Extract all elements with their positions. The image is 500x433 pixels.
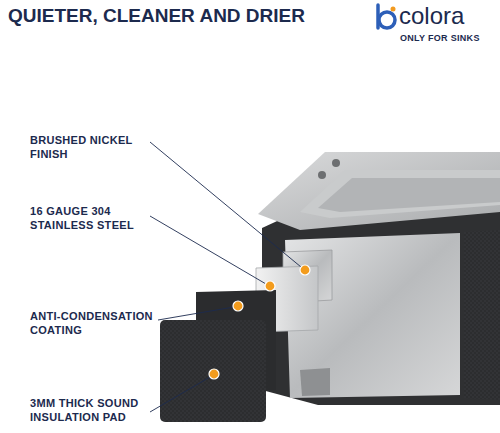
callout-dots bbox=[209, 265, 310, 379]
sound-pad bbox=[160, 320, 266, 422]
layer-label: BRUSHED NICKEL FINISH bbox=[30, 134, 145, 162]
brand-tagline: ONLY FOR SINKS bbox=[400, 33, 480, 44]
title: QUIETER, CLEANER AND DRIER bbox=[8, 4, 305, 28]
layer-label: ANTI-CONDENSATION COATING bbox=[30, 310, 155, 338]
layer-label: 16 GAUGE 304 STAINLESS STEEL bbox=[30, 205, 145, 233]
logo-mark bbox=[378, 5, 396, 28]
brand-name: colora bbox=[399, 1, 464, 31]
leader-lines bbox=[150, 142, 301, 412]
layer-label: 3MM THICK SOUND INSULATION PAD bbox=[30, 397, 145, 425]
